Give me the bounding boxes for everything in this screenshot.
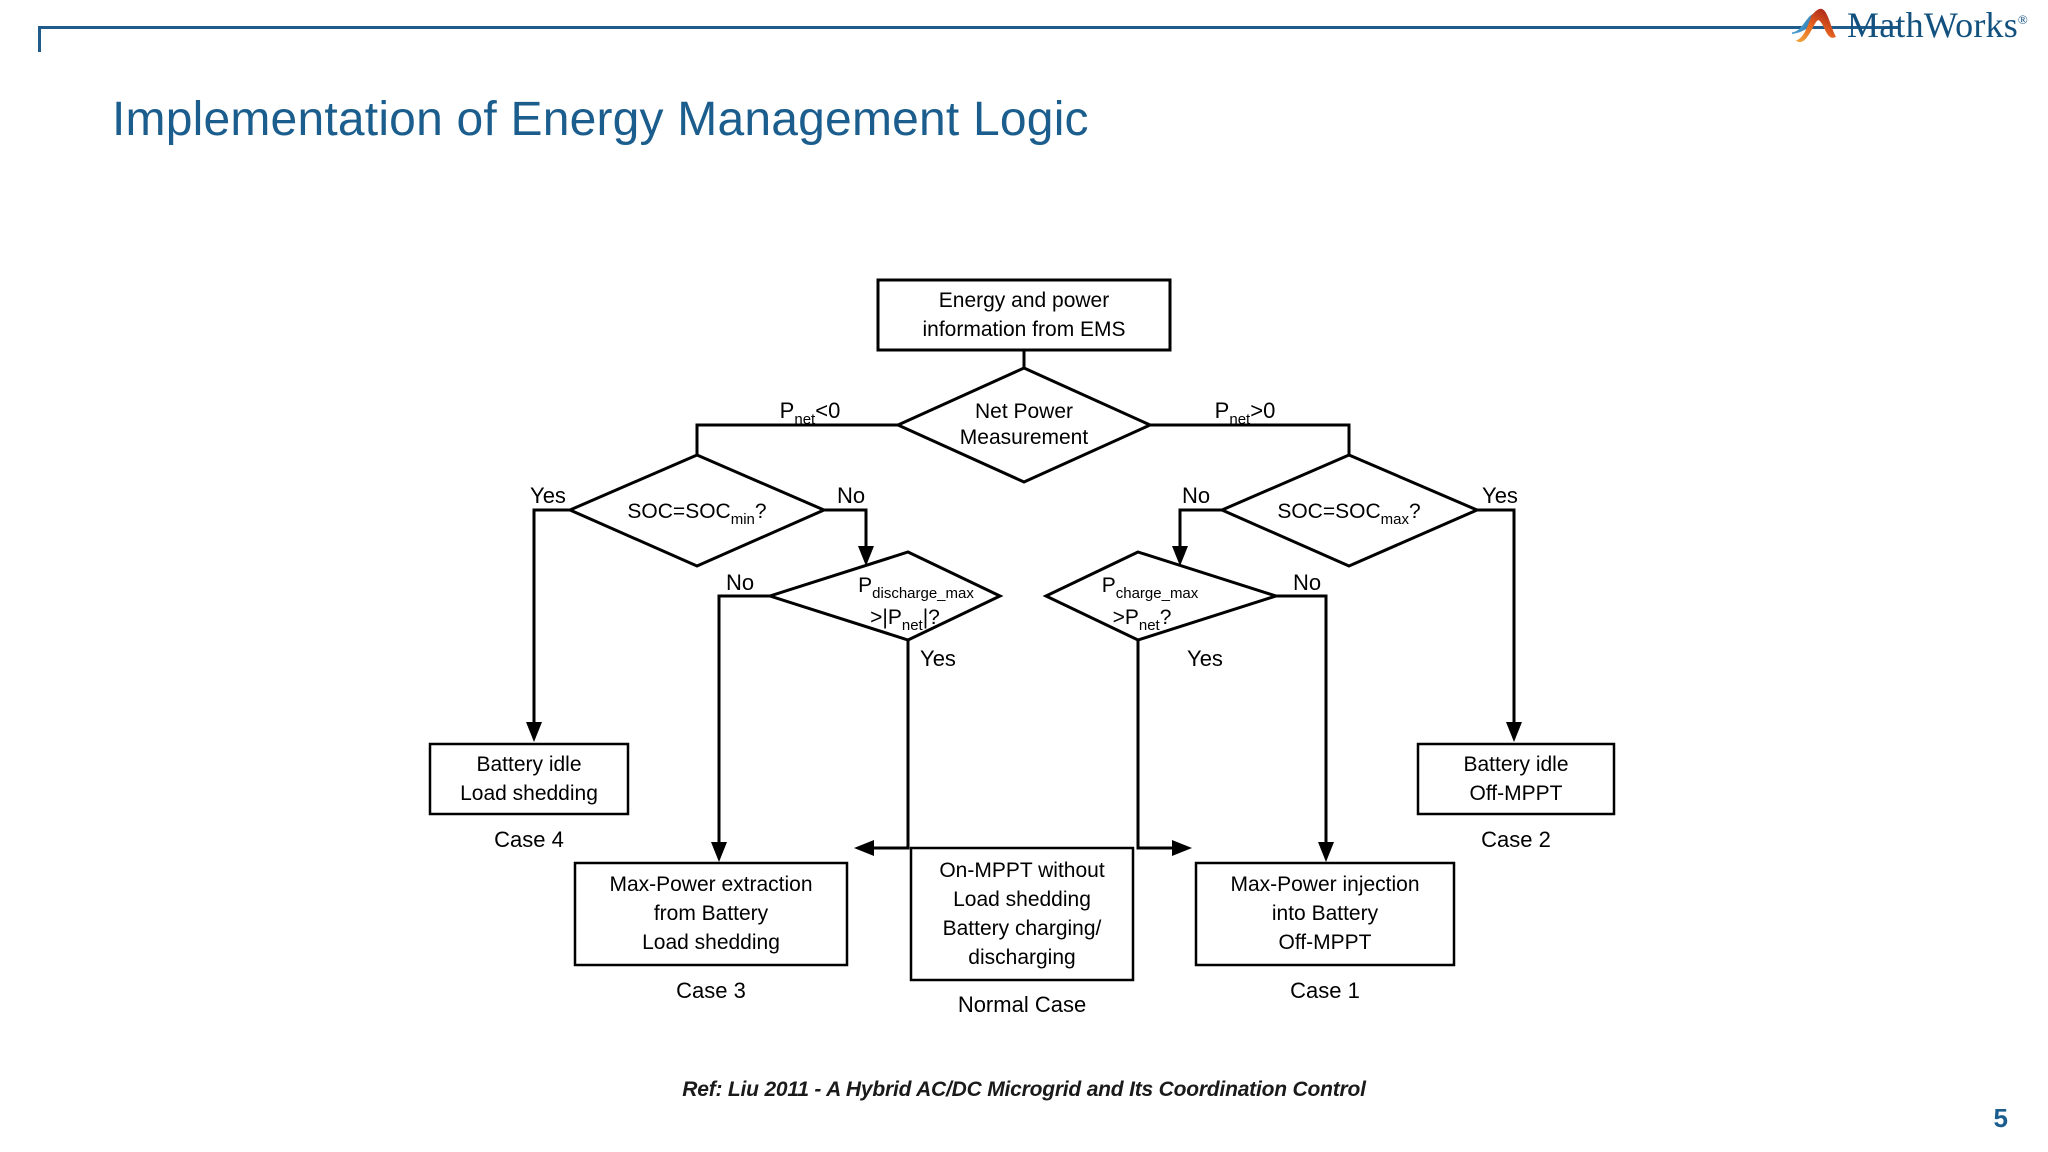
node-case1-line2: into Battery: [1272, 902, 1379, 925]
node-normal-case-label: Normal Case: [958, 992, 1086, 1017]
node-case4-case: Case 4: [494, 827, 564, 852]
pdis-l1-sub: discharge_max: [872, 585, 974, 602]
header-left-bracket: [38, 26, 41, 52]
edge-label-pdischarge-no: No: [726, 570, 754, 595]
pdis-l2-prefix: >|P: [870, 606, 902, 629]
svg-text:SOC=SOCmin?: SOC=SOCmin?: [627, 500, 766, 528]
node-p-charge-max-decision: Pcharge_max >Pnet?: [1042, 550, 1281, 642]
pdis-l2-suffix: |?: [923, 606, 940, 629]
edge-label-pdischarge-yes: Yes: [920, 646, 956, 671]
node-case3-line2: from Battery: [654, 902, 769, 925]
pchg-l2-sub: net: [1139, 617, 1161, 634]
node-case1-case: Case 1: [1290, 978, 1360, 1003]
node-net-power-measurement: Net Power Measurement: [894, 366, 1154, 484]
mathworks-logo: MathWorks®: [1791, 4, 2028, 46]
edge-label-pcharge-yes: Yes: [1187, 646, 1223, 671]
pnet-neg-prefix: P: [780, 398, 795, 423]
pnet-pos-prefix: P: [1215, 398, 1230, 423]
soc-max-prefix: SOC=SOC: [1277, 500, 1380, 523]
node-case3-line1: Max-Power extraction: [609, 873, 812, 896]
svg-text:Pnet>0: Pnet>0: [1215, 398, 1276, 428]
edge-label-soc-min-yes: Yes: [530, 483, 566, 508]
edge-label-pcharge-no: No: [1293, 570, 1321, 595]
node-start: Energy and power information from EMS: [876, 278, 1172, 352]
node-soc-min-decision: SOC=SOCmin?: [566, 453, 828, 568]
node-start-line1: Energy and power: [939, 289, 1109, 312]
node-normal-case: On-MPPT without Load shedding Battery ch…: [909, 846, 1135, 1017]
node-start-line2: information from EMS: [922, 318, 1125, 341]
node-case1-line1: Max-Power injection: [1230, 873, 1419, 896]
pnet-neg-sub: net: [794, 411, 816, 428]
brand-trademark: ®: [2017, 12, 2028, 27]
pnet-neg-suffix: <0: [815, 398, 840, 423]
svg-text:SOC=SOCmax?: SOC=SOCmax?: [1277, 500, 1420, 528]
svg-text:Pcharge_max: Pcharge_max: [1102, 574, 1199, 602]
edge-label-soc-max-no: No: [1182, 483, 1210, 508]
soc-max-suffix: ?: [1409, 500, 1421, 523]
soc-min-suffix: ?: [755, 500, 767, 523]
brand-name: MathWorks: [1847, 5, 2018, 45]
soc-max-sub: max: [1381, 511, 1410, 528]
edge-label-pnet-positive: Pnet>0: [1215, 398, 1276, 428]
node-net-power-line2: Measurement: [960, 426, 1089, 449]
node-case3-line3: Load shedding: [642, 931, 780, 954]
node-case2-line2: Off-MPPT: [1470, 782, 1563, 805]
pdis-l1-prefix: P: [858, 574, 872, 597]
node-normal-line3: Battery charging/: [943, 917, 1102, 940]
node-case2-case: Case 2: [1481, 827, 1551, 852]
svg-text:Pdischarge_max: Pdischarge_max: [858, 574, 974, 602]
edge-label-pnet-negative: Pnet<0: [780, 398, 841, 428]
node-normal-line2: Load shedding: [953, 888, 1091, 911]
energy-management-flowchart: Energy and power information from EMS Ne…: [0, 250, 2048, 1050]
mathworks-membrane-icon: [1792, 8, 1836, 43]
svg-text:>Pnet?: >Pnet?: [1113, 606, 1172, 634]
node-case4: Battery idle Load shedding Case 4: [428, 742, 630, 852]
node-case3: Max-Power extraction from Battery Load s…: [573, 861, 849, 1003]
pchg-l1-sub: charge_max: [1116, 585, 1199, 602]
soc-min-sub: min: [731, 511, 755, 528]
node-case1: Max-Power injection into Battery Off-MPP…: [1194, 861, 1456, 1003]
page-number: 5: [1993, 1103, 2008, 1133]
node-normal-line1: On-MPPT without: [939, 859, 1104, 882]
node-case2: Battery idle Off-MPPT Case 2: [1416, 742, 1616, 852]
header-rule: [38, 26, 1900, 29]
node-p-discharge-max-decision: Pdischarge_max >|Pnet|?: [765, 550, 1004, 642]
svg-text:>|Pnet|?: >|Pnet|?: [870, 606, 940, 634]
soc-min-prefix: SOC=SOC: [627, 500, 730, 523]
pchg-l2-prefix: >P: [1113, 606, 1139, 629]
node-normal-line4: discharging: [968, 946, 1075, 969]
svg-text:Pnet<0: Pnet<0: [780, 398, 841, 428]
edge-label-soc-max-yes: Yes: [1482, 483, 1518, 508]
node-case2-line1: Battery idle: [1463, 753, 1568, 776]
node-case3-case: Case 3: [676, 978, 746, 1003]
pdis-l2-sub: net: [902, 617, 924, 634]
pnet-pos-sub: net: [1229, 411, 1251, 428]
page-title: Implementation of Energy Management Logi…: [112, 93, 1089, 146]
node-soc-max-decision: SOC=SOCmax?: [1218, 453, 1481, 568]
pchg-l1-prefix: P: [1102, 574, 1116, 597]
node-net-power-line1: Net Power: [975, 400, 1073, 423]
pchg-l2-suffix: ?: [1160, 606, 1172, 629]
mathworks-wordmark: MathWorks®: [1847, 4, 2028, 46]
edge-label-soc-min-no: No: [837, 483, 865, 508]
reference-caption: Ref: Liu 2011 - A Hybrid AC/DC Microgrid…: [682, 1078, 1366, 1101]
node-case1-line3: Off-MPPT: [1279, 931, 1372, 954]
node-case4-line1: Battery idle: [476, 753, 581, 776]
pnet-pos-suffix: >0: [1250, 398, 1275, 423]
node-case4-line2: Load shedding: [460, 782, 598, 805]
